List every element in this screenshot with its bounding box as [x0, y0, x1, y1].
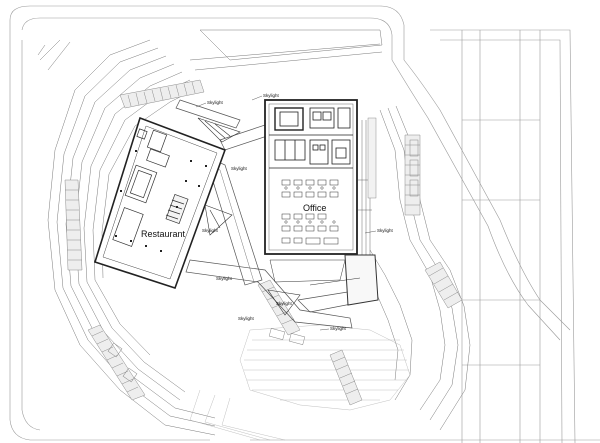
skylight-label: Skylight [377, 228, 394, 233]
office-core [269, 107, 353, 169]
leader-lines [195, 95, 377, 331]
skylight-label: Skylight [238, 316, 255, 321]
stair-east [404, 134, 421, 216]
skylight-label: Skylight [207, 100, 224, 105]
stair-south [329, 349, 363, 406]
stair-southwest [87, 324, 146, 401]
skylight-label: Skylight [216, 276, 233, 281]
office-building: Office [264, 99, 377, 255]
skylight-triangles [197, 117, 301, 316]
skylight-label: Skylight [276, 301, 293, 306]
stair-northwest [119, 79, 205, 109]
south-wedge [269, 254, 379, 306]
stair-west [64, 179, 83, 271]
skylight-labels: Skylight Skylight Skylight Skylight Skyl… [202, 93, 394, 331]
south-hatch [189, 324, 411, 441]
stair-southeast [424, 261, 463, 309]
office-east-stair [367, 117, 377, 199]
restaurant-columns [115, 150, 207, 252]
office-workstations [281, 179, 339, 245]
skylight-label: Skylight [231, 166, 248, 171]
stair-central [257, 279, 301, 336]
office-label: Office [303, 203, 326, 213]
skylight-label: Skylight [263, 93, 280, 98]
restaurant-core [112, 128, 189, 247]
skylight-label: Skylight [202, 228, 219, 233]
site-boundary [9, 5, 600, 443]
skylight-label: Skylight [330, 326, 347, 331]
restaurant-building: Restaurant [94, 116, 227, 289]
planters [107, 139, 419, 383]
restaurant-label: Restaurant [141, 229, 186, 239]
